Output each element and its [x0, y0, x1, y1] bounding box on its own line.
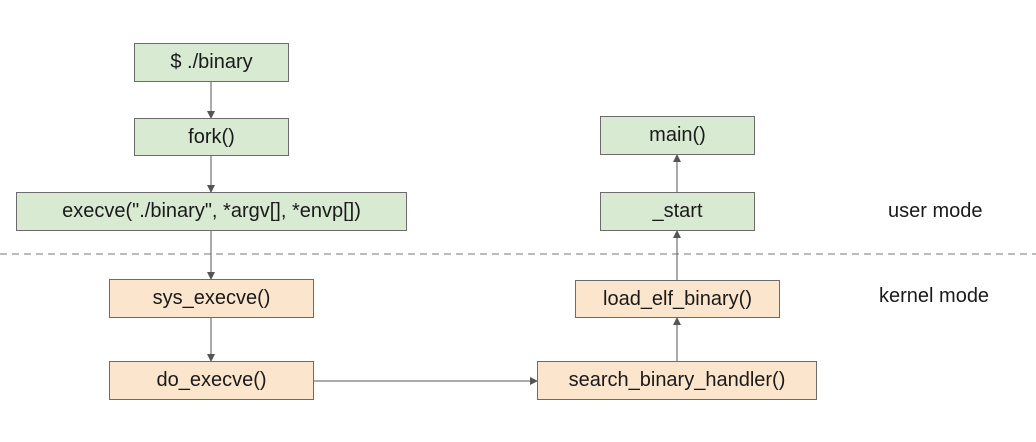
node-main: main() — [600, 116, 755, 155]
user-mode-label: user mode — [888, 200, 983, 222]
node-shell-command: $ ./binary — [134, 43, 289, 82]
node-search-binary-handler: search_binary_handler() — [537, 361, 817, 400]
node-sys-execve: sys_execve() — [109, 279, 314, 318]
node-load-elf-binary: load_elf_binary() — [575, 280, 780, 318]
node-do-execve: do_execve() — [109, 361, 314, 400]
node-fork: fork() — [134, 118, 289, 156]
kernel-mode-label: kernel mode — [879, 285, 990, 307]
node-start: _start — [600, 192, 755, 231]
node-execve: execve("./binary", *argv[], *envp[]) — [16, 192, 407, 231]
